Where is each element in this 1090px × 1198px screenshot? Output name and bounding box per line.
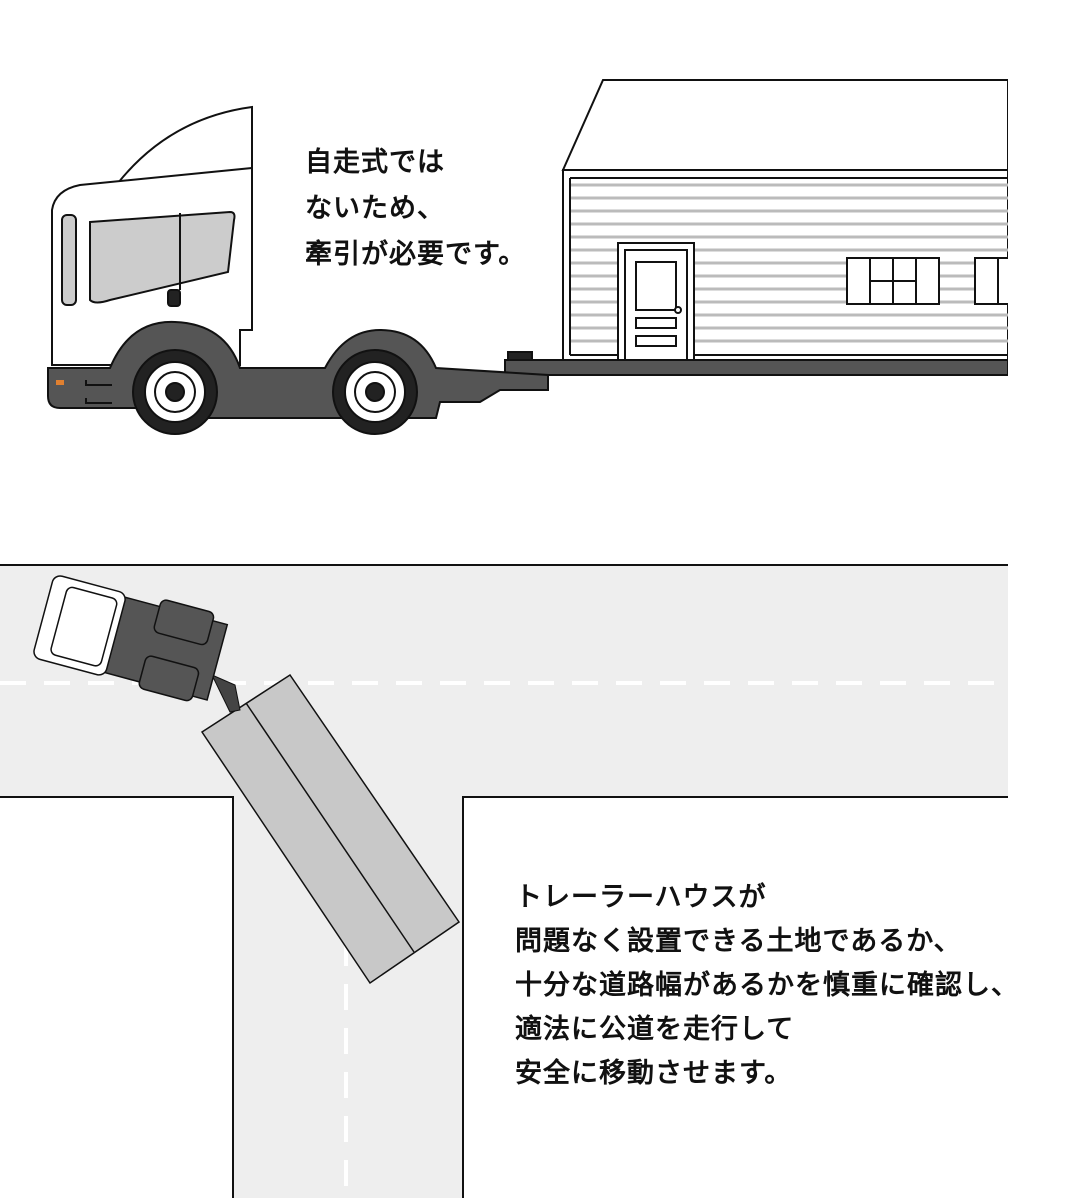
top-caption-line: 自走式では: [305, 147, 445, 178]
rear-wheel: [332, 349, 418, 435]
trailer-house: [504, 79, 1016, 376]
top-caption-line: ないため、: [305, 193, 445, 224]
bottom-caption-line: トレーラーハウスが: [515, 882, 767, 913]
bottom-caption-line: 十分な道路幅があるかを慎重に確認し、: [515, 970, 1019, 1001]
bottom-caption-line: 適法に公道を走行して: [515, 1014, 795, 1045]
tractor-truck: [47, 105, 549, 435]
top-caption-line: 牽引が必要です。: [305, 239, 527, 270]
top-caption: 自走式では ないため、 牽引が必要です。: [305, 140, 526, 278]
trailer-top-view: [200, 673, 461, 985]
truck-top-view: [33, 575, 229, 702]
bottom-caption-line: 問題なく設置できる土地であるか、: [515, 926, 962, 957]
road-map: [0, 564, 1008, 1198]
front-wheel: [132, 349, 218, 435]
bottom-caption: トレーラーハウスが 問題なく設置できる土地であるか、 十分な道路幅があるかを慎重…: [515, 876, 1019, 1096]
bottom-caption-line: 安全に移動させます。: [515, 1058, 793, 1089]
